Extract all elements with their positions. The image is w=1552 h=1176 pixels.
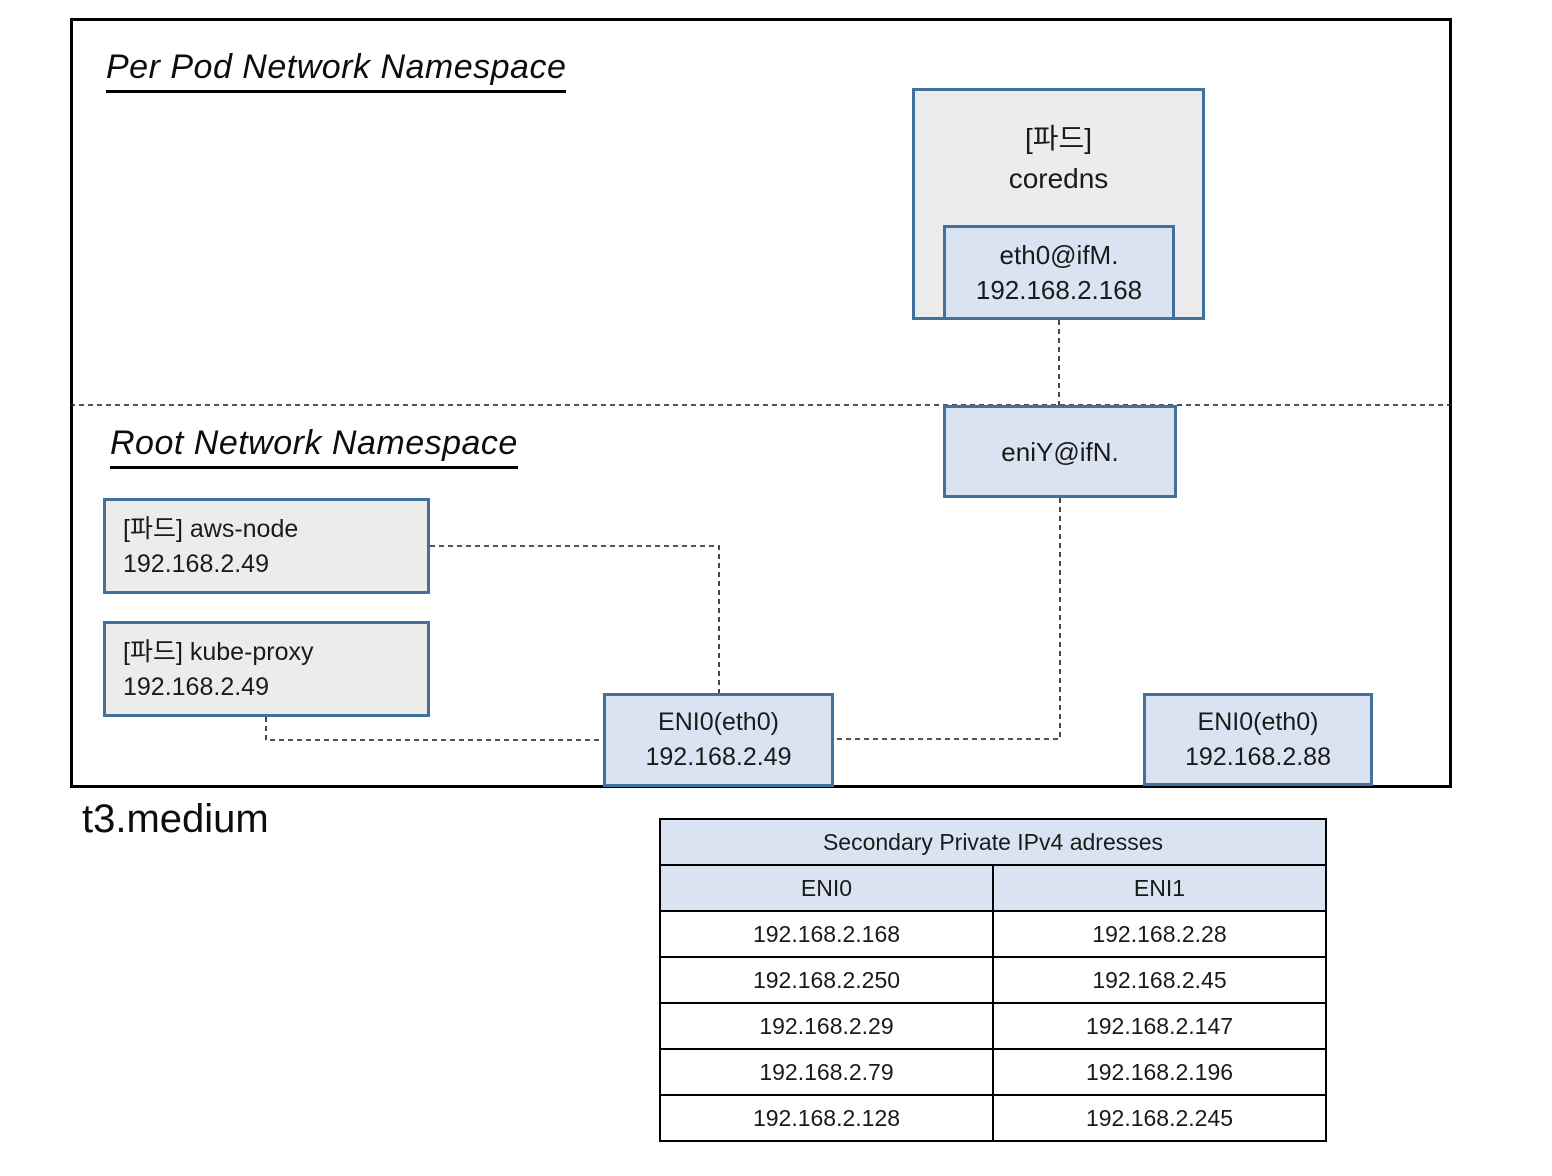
cell-eni0-ip: 192.168.2.128 xyxy=(659,1094,994,1142)
secondary-ip-table: Secondary Private IPv4 adresses ENI0 ENI… xyxy=(659,818,1327,1142)
table-row: 192.168.2.168 192.168.2.28 xyxy=(659,910,1327,958)
iface-eth0-ip: 192.168.2.168 xyxy=(975,274,1143,305)
per-pod-namespace-title: Per Pod Network Namespace xyxy=(106,48,567,93)
cell-eni1-ip: 192.168.2.245 xyxy=(992,1094,1327,1142)
cell-eni0-ip: 192.168.2.168 xyxy=(659,910,994,958)
column-header-eni1: ENI1 xyxy=(992,864,1327,912)
pod-aws-node-name: aws-node xyxy=(189,515,299,543)
pod-coredns-name: coredns xyxy=(1008,163,1109,194)
table-title-row: Secondary Private IPv4 adresses xyxy=(659,818,1327,866)
pod-kube-proxy-ip: 192.168.2.49 xyxy=(123,673,269,701)
iface-eni0-left-box: ENI0(eth0) 192.168.2.49 xyxy=(603,693,834,787)
pod-coredns-box: [파드] coredns eth0@ifM. 192.168.2.168 xyxy=(912,88,1205,320)
cell-eni1-ip: 192.168.2.196 xyxy=(992,1048,1327,1096)
iface-eni0-right-label: ENI0(eth0) xyxy=(1197,707,1319,736)
pod-aws-node-ip: 192.168.2.49 xyxy=(123,550,269,578)
table-row: 192.168.2.79 192.168.2.196 xyxy=(659,1048,1327,1096)
cell-eni1-ip: 192.168.2.147 xyxy=(992,1002,1327,1050)
instance-type-label: t3.medium xyxy=(82,797,269,841)
table-header-row: ENI0 ENI1 xyxy=(659,864,1327,912)
iface-eni0-left-ip: 192.168.2.49 xyxy=(645,743,792,771)
iface-eni0-left-label: ENI0(eth0) xyxy=(658,708,779,736)
pod-kube-proxy-name: kube-proxy xyxy=(189,638,314,666)
cell-eni0-ip: 192.168.2.250 xyxy=(659,956,994,1004)
pod-coredns-tag: [파드] xyxy=(1024,123,1093,154)
table-row: 192.168.2.250 192.168.2.45 xyxy=(659,956,1327,1004)
iface-eniY-label: eniY@ifN. xyxy=(1001,436,1119,467)
cell-eni0-ip: 192.168.2.79 xyxy=(659,1048,994,1096)
pod-kube-proxy-box: [파드] kube-proxy 192.168.2.49 xyxy=(103,621,430,717)
iface-eniY-box: eniY@ifN. xyxy=(943,405,1177,498)
iface-eth0-box: eth0@ifM. 192.168.2.168 xyxy=(943,225,1175,320)
column-header-eni0: ENI0 xyxy=(659,864,994,912)
iface-eth0-label: eth0@ifM. xyxy=(999,239,1119,270)
table-title: Secondary Private IPv4 adresses xyxy=(659,818,1327,866)
table-row: 192.168.2.128 192.168.2.245 xyxy=(659,1094,1327,1142)
iface-eni0-right-box: ENI0(eth0) 192.168.2.88 xyxy=(1143,693,1373,786)
pod-aws-node-title: [파드] aws-node xyxy=(123,512,427,547)
cell-eni1-ip: 192.168.2.45 xyxy=(992,956,1327,1004)
iface-eni0-right-ip: 192.168.2.88 xyxy=(1185,742,1331,771)
pod-kube-proxy-tag: [파드] xyxy=(123,638,183,666)
pod-kube-proxy-title: [파드] kube-proxy xyxy=(123,635,427,670)
root-namespace-title: Root Network Namespace xyxy=(110,424,518,469)
pod-aws-node-box: [파드] aws-node 192.168.2.49 xyxy=(103,498,430,594)
cell-eni1-ip: 192.168.2.28 xyxy=(992,910,1327,958)
cell-eni0-ip: 192.168.2.29 xyxy=(659,1002,994,1050)
table-row: 192.168.2.29 192.168.2.147 xyxy=(659,1002,1327,1050)
pod-aws-node-tag: [파드] xyxy=(123,515,183,543)
